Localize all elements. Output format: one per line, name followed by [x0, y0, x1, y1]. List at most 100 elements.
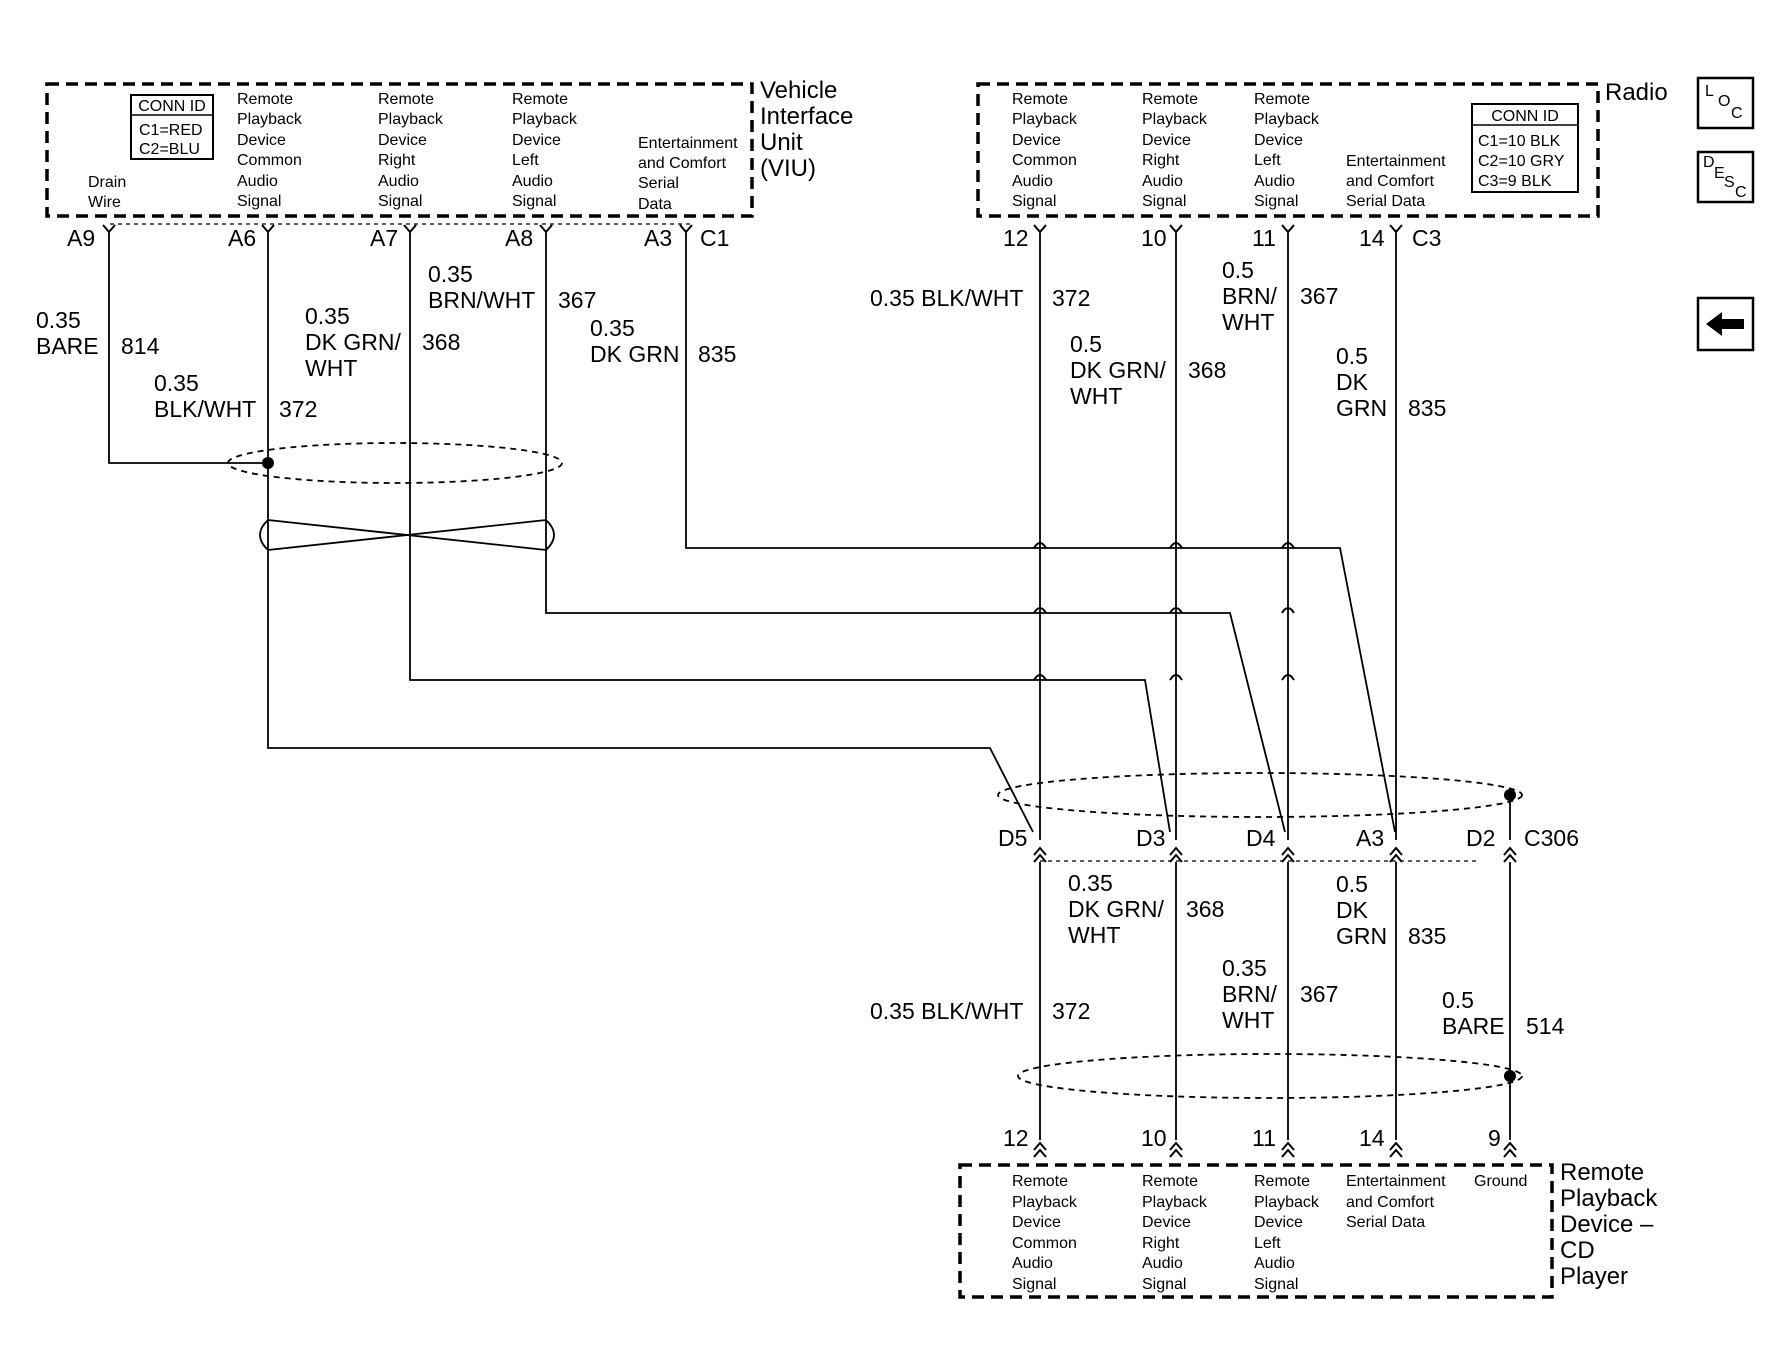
label-lower-835-circuit: 835 [1408, 923, 1446, 949]
viu-pin-label-a3: Entertainment and Comfort Serial Data [638, 135, 738, 213]
cd-pin-label-9: Ground [1474, 1173, 1527, 1190]
label-lower-835-gauge: 0.5 [1336, 871, 1368, 897]
svg-text:Left: Left [1254, 152, 1281, 169]
label-radio-835-gauge: 0.5 [1336, 343, 1368, 369]
radio-pin-11: 11 [1252, 225, 1276, 251]
viu-pin-c1: C1 [700, 225, 729, 251]
radio-pin-label-12: Remote Playback Device Common Audio Sign… [1012, 91, 1078, 210]
wire-crossover-1-2 [1281, 607, 1295, 614]
viu-pin-a8: A8 [505, 225, 533, 251]
wire-crossover-2-1 [1169, 674, 1183, 681]
description-button[interactable]: D E S C [1696, 150, 1755, 204]
svg-text:E: E [1714, 165, 1725, 182]
back-button[interactable] [1696, 296, 1755, 352]
svg-text:Signal: Signal [512, 193, 556, 210]
svg-text:Device: Device [512, 132, 561, 149]
label-814-gauge: 0.35 [36, 307, 81, 333]
cd-terminal-b-0 [1033, 1148, 1047, 1158]
label-368-circuit: 368 [422, 329, 460, 355]
label-lower-368-color-2: WHT [1068, 922, 1120, 948]
radio-terminal-3 [1389, 224, 1403, 234]
svg-text:Device: Device [378, 132, 427, 149]
label-835-gauge: 0.35 [590, 315, 635, 341]
radio-terminal-2 [1281, 224, 1295, 234]
svg-text:Entertainment: Entertainment [1346, 153, 1446, 170]
radio-wires [1039, 232, 1397, 840]
cd-title-3: Device – [1560, 1211, 1654, 1238]
radio-pin-label-10: Remote Playback Device Right Audio Signa… [1142, 91, 1208, 210]
c306-pin-a3: A3 [1356, 825, 1384, 851]
c306-pin-d2: D2 [1466, 825, 1495, 851]
svg-text:Remote: Remote [378, 91, 434, 108]
svg-text:Device: Device [1012, 132, 1061, 149]
viu-terminal-2 [403, 224, 417, 234]
cd-splice [1504, 1070, 1516, 1082]
cd-box [958, 1163, 1554, 1299]
svg-text:Entertainment: Entertainment [638, 135, 738, 152]
svg-text:Audio: Audio [1142, 173, 1183, 190]
wire-crossover-0-2 [1281, 542, 1295, 549]
cd-player-component: 12 10 11 14 9 Remote Playback Device – C… [958, 1125, 1658, 1299]
viu-conn-c1: C1=RED [139, 122, 203, 139]
wire-crossover-0-0 [1033, 542, 1047, 549]
svg-text:Playback: Playback [1142, 1194, 1208, 1211]
svg-text:Signal: Signal [378, 193, 422, 210]
svg-text:Right: Right [1142, 152, 1180, 169]
cd-terminal-a-1 [1169, 1141, 1183, 1151]
svg-text:Signal: Signal [1012, 1276, 1056, 1293]
radio-box [976, 82, 1600, 218]
svg-text:and Comfort: and Comfort [638, 155, 727, 172]
viu-title-1: Vehicle [760, 77, 837, 104]
c306-terminal-bot-0 [1033, 853, 1047, 863]
svg-text:Remote: Remote [1254, 91, 1310, 108]
svg-text:Signal: Signal [1142, 1276, 1186, 1293]
label-814-circuit: 814 [121, 333, 160, 359]
svg-text:Signal: Signal [1142, 193, 1186, 210]
label-372-color: BLK/WHT [154, 396, 256, 422]
wire-crossover-2-0 [1033, 674, 1047, 681]
label-lower-514-circuit: 514 [1526, 1013, 1565, 1039]
wire-814 [108, 232, 268, 464]
wire-368-viu [409, 232, 1171, 833]
svg-text:Device: Device [237, 132, 286, 149]
label-radio-368-color-1: DK GRN/ [1070, 357, 1166, 383]
svg-text:Device: Device [1012, 1214, 1061, 1231]
label-radio-372: 0.35 BLK/WHT [870, 285, 1023, 311]
cd-pin-11: 11 [1252, 1125, 1276, 1151]
svg-text:Remote: Remote [1012, 1173, 1068, 1190]
cd-pin-12: 12 [1003, 1125, 1029, 1151]
cd-terminal-b-3 [1389, 1148, 1403, 1158]
svg-text:Audio: Audio [1254, 173, 1295, 190]
viu-title-3: Unit [760, 129, 803, 156]
cd-terminal-a-0 [1033, 1141, 1047, 1151]
label-radio-367-circuit: 367 [1300, 283, 1338, 309]
svg-text:Audio: Audio [378, 173, 419, 190]
lower-wires [1017, 862, 1523, 1140]
viu-wires [108, 232, 1396, 833]
c306-terminal-top-0 [1033, 846, 1047, 856]
cd-pin-label-12: Remote Playback Device Common Audio Sign… [1012, 1173, 1078, 1293]
viu-pin-a7: A7 [370, 225, 398, 251]
cd-title-1: Remote [1560, 1159, 1644, 1186]
svg-text:Audio: Audio [1012, 1255, 1053, 1272]
viu-splice [262, 457, 274, 469]
svg-text:Playback: Playback [1254, 111, 1320, 128]
svg-text:Signal: Signal [1012, 193, 1056, 210]
viu-pin-a6: A6 [228, 225, 256, 251]
svg-text:Left: Left [512, 152, 539, 169]
viu-conn-c2: C2=BLU [139, 141, 200, 158]
svg-text:Signal: Signal [1254, 1276, 1298, 1293]
label-radio-368-gauge: 0.5 [1070, 331, 1102, 357]
viu-pin-label-a8: Remote Playback Device Left Audio Signal [512, 91, 578, 210]
svg-text:S: S [1724, 174, 1735, 191]
svg-text:Playback: Playback [1012, 111, 1078, 128]
wire-crossover-1-1 [1169, 607, 1183, 614]
location-button[interactable]: L O C [1696, 76, 1755, 130]
wire-835-viu [685, 232, 1396, 833]
svg-text:Common: Common [1012, 152, 1077, 169]
label-lower-368-gauge: 0.35 [1068, 870, 1113, 896]
svg-text:Device: Device [1254, 1214, 1303, 1231]
viu-title-4: (VIU) [760, 155, 816, 182]
label-radio-367-color-1: BRN/ [1222, 283, 1278, 309]
viu-pin-label-a7: Remote Playback Device Right Audio Signa… [378, 91, 444, 210]
